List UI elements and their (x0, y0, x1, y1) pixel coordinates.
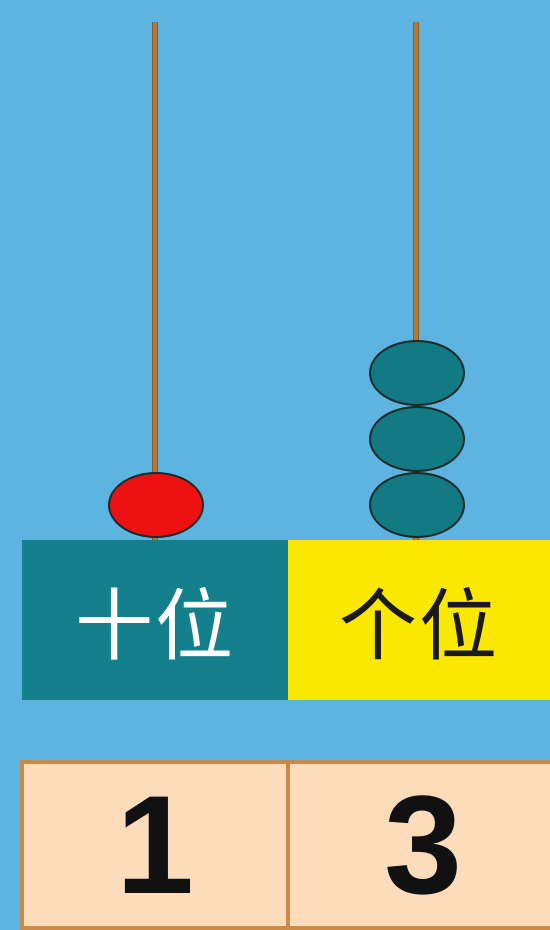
tens-rod (152, 22, 158, 540)
tens-bead (108, 472, 204, 538)
tens-digit: 1 (24, 764, 290, 926)
ones-place-label: 个位 (288, 540, 550, 700)
ones-bead (369, 472, 465, 538)
ones-rod (413, 22, 419, 540)
ones-bead (369, 406, 465, 472)
ones-digit: 3 (290, 764, 550, 926)
digit-table: 1 3 (20, 760, 550, 930)
ones-bead (369, 340, 465, 406)
tens-place-label: 十位 (22, 540, 288, 700)
